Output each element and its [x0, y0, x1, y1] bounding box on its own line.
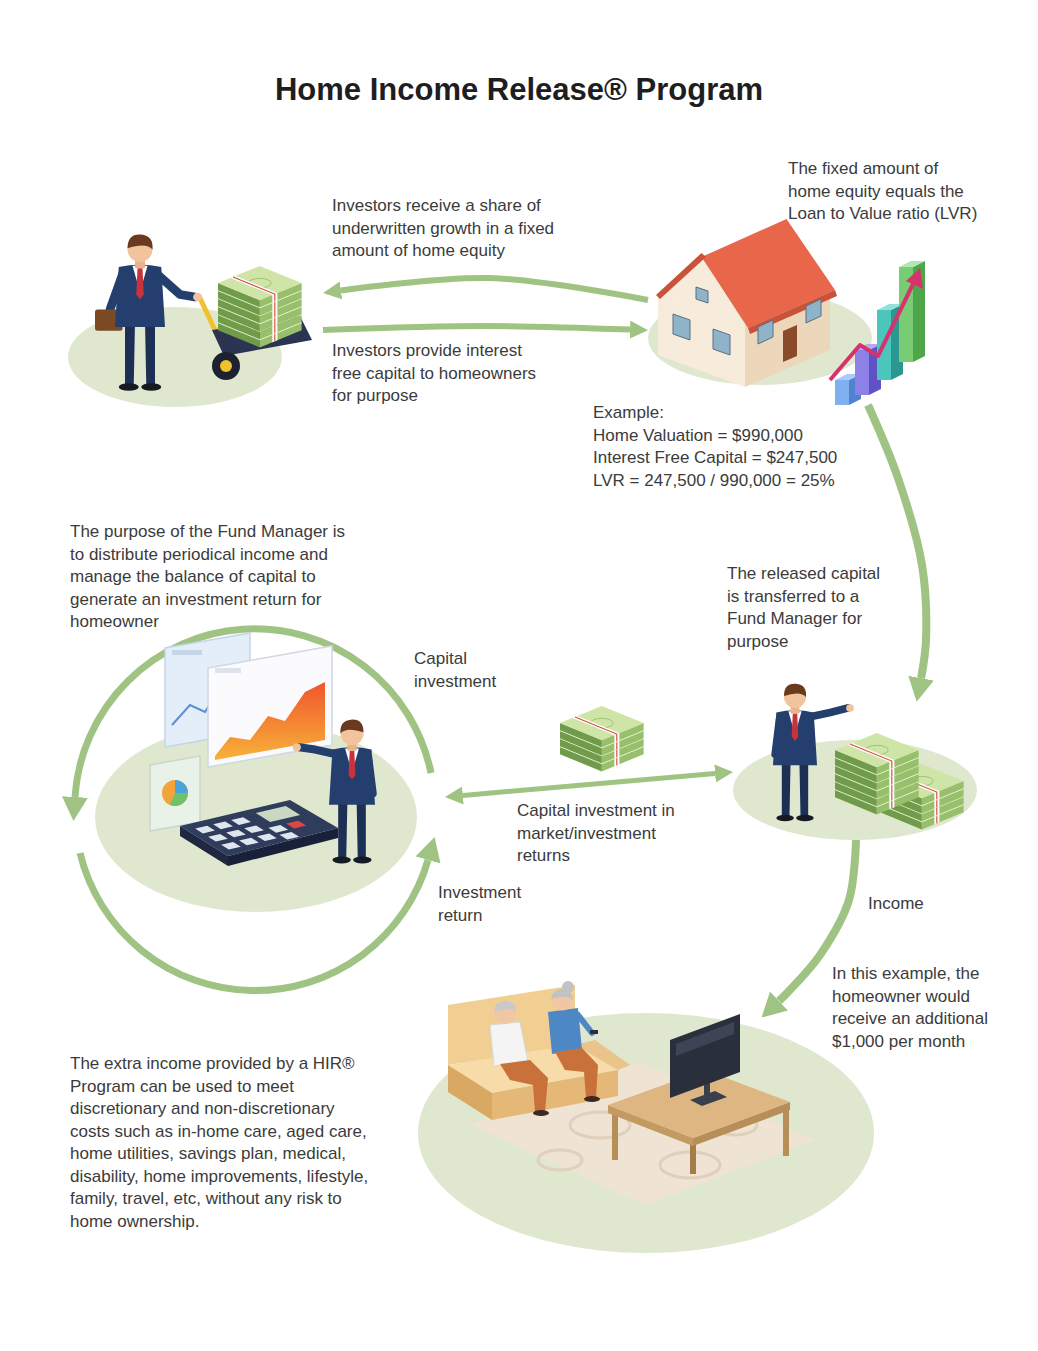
growth-chart [830, 261, 925, 405]
investor-figure [193, 293, 202, 302]
scene-caption: The extra income provided by a HIR® Prog… [70, 1053, 374, 1233]
fund-manager-figure [279, 832, 299, 840]
flow-arrow [323, 326, 630, 330]
scene-caption: In this example, the homeowner would rec… [832, 963, 1012, 1053]
homeowners-figure [670, 1014, 740, 1098]
growth-chart [855, 350, 869, 395]
fund-manager-figure [150, 756, 200, 831]
fund-manager-figure [239, 838, 259, 846]
edge-label: Investors provide interest free capital … [332, 340, 547, 408]
fund-manager-figure [170, 793, 188, 806]
investor-figure [212, 352, 240, 380]
scene-caption: Example: [593, 402, 664, 425]
scene-caption: LVR = 247,500 / 990,000 = 25% [593, 470, 835, 493]
house-figure [696, 287, 708, 303]
homeowners-figure [538, 1150, 582, 1170]
investor-figure [115, 234, 165, 390]
homeowners-figure [494, 1001, 516, 1012]
house-figure [656, 219, 837, 387]
growth-chart [835, 380, 849, 405]
fund-manager-figure [215, 668, 241, 673]
flow-arrow [868, 405, 926, 678]
investment-cycle [80, 853, 428, 991]
fund-manager-figure [268, 825, 288, 833]
homeowners-figure [783, 1106, 789, 1156]
homeowners-figure [500, 1060, 548, 1112]
scene-caption: The released capital is transferred to a… [727, 563, 892, 653]
house-figure [806, 299, 821, 323]
growth-chart [906, 268, 923, 289]
homeowners-figure [555, 1048, 598, 1098]
fund-manager-figure [221, 842, 241, 850]
capital-money [560, 706, 644, 771]
house-figure [713, 329, 730, 355]
fund-manager-figure [257, 833, 277, 841]
homeowners-figure [490, 1022, 528, 1066]
fund-manager-figure [208, 834, 228, 842]
house-figure [673, 314, 690, 340]
cycle-label: Capital investment [414, 648, 524, 693]
transfer-figure [773, 684, 817, 822]
fund-manager-figure [286, 821, 306, 829]
investment-cycle [75, 629, 431, 991]
scene-caption: The fixed amount of home equity equals t… [788, 158, 983, 226]
transfer-figure [773, 684, 964, 830]
growth-chart [899, 261, 925, 267]
homeowners-figure [552, 990, 573, 1011]
transfer-figure [810, 708, 847, 717]
investor-figure [95, 234, 202, 390]
growth-chart [830, 280, 915, 380]
investor-figure [218, 266, 302, 315]
cycle-label: Investment return [438, 882, 548, 927]
fund-manager-figure [150, 633, 375, 866]
homeowners-figure [448, 1065, 492, 1120]
flow-arrow [463, 774, 715, 796]
scene-caption: Interest Free Capital = $247,500 [593, 447, 837, 470]
fund-manager-figure [175, 780, 188, 793]
diagram-title: Home Income Release® Program [0, 72, 1038, 108]
fund-manager-figure [213, 822, 233, 830]
scene-caption: Home Valuation = $990,000 [593, 425, 803, 448]
homeowners-figure [578, 1015, 592, 1033]
homeowners-figure [584, 1096, 600, 1102]
homeowners-figure [676, 1022, 734, 1056]
fund-manager-figure [172, 650, 202, 655]
investor-figure [95, 234, 312, 390]
investor-figure [220, 360, 232, 372]
fund-manager-figure [299, 747, 336, 754]
fund-manager-figure [162, 780, 188, 806]
homeowners-figure [448, 981, 815, 1205]
fund-manager-figure [244, 825, 264, 833]
fund-manager-figure [194, 806, 325, 852]
capital-money [560, 706, 644, 755]
house-figure [758, 320, 773, 344]
scene-caption: The purpose of the Fund Manager is to di… [70, 521, 355, 634]
fund-manager-figure [329, 720, 375, 864]
homeowners-figure [533, 1110, 549, 1116]
edge-label: Income [868, 893, 958, 916]
homeowners-figure [690, 1142, 696, 1174]
house-figure [702, 219, 836, 328]
fund-manager-figure [226, 830, 246, 838]
transfer-figure [835, 733, 919, 782]
house-figure [783, 325, 797, 362]
fund-manager-figure [293, 743, 301, 751]
investment-cycle [75, 629, 431, 797]
transfer-figure [846, 704, 854, 712]
homeowners-figure [612, 1110, 618, 1160]
edge-label: Investors receive a share of underwritte… [332, 195, 572, 263]
fund-manager-figure [180, 800, 338, 856]
transfer-figure [773, 684, 854, 822]
fund-manager-figure [256, 806, 300, 822]
homeowners-figure [590, 1030, 598, 1034]
homeowners-figure [551, 989, 573, 1000]
investor-figure [158, 275, 196, 298]
edge-label: Capital investment in market/investment … [517, 800, 687, 868]
flow-arrow [341, 278, 648, 300]
fund-manager-figure [231, 817, 251, 825]
fund-manager-figure [195, 826, 215, 834]
fund-manager-figure [293, 720, 375, 864]
